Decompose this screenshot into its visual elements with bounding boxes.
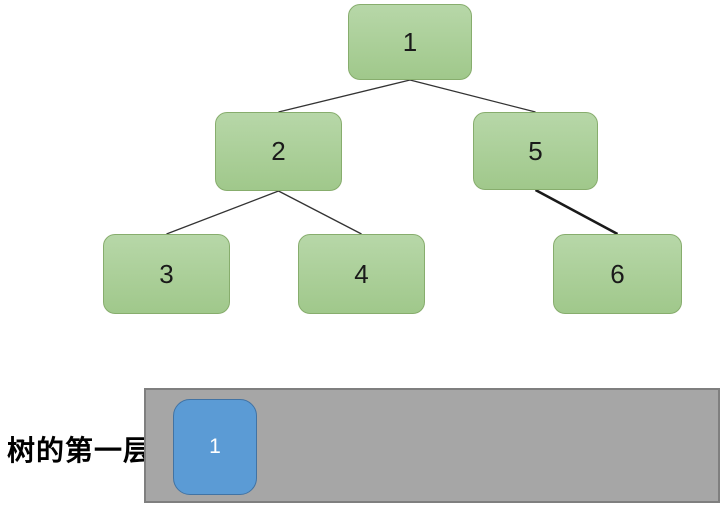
tree-edge xyxy=(278,190,362,235)
tree-node-4: 4 xyxy=(298,234,425,314)
tree-node-5: 5 xyxy=(473,112,598,190)
level-bar: 1 xyxy=(144,388,720,503)
tree-node-3: 3 xyxy=(103,234,230,314)
level-node-1: 1 xyxy=(173,399,257,495)
tree-node-label: 1 xyxy=(402,26,418,57)
tree-node-label: 2 xyxy=(271,136,286,166)
tree-edge xyxy=(166,190,279,235)
tree-node-label: 6 xyxy=(610,258,625,289)
level-node-label: 1 xyxy=(209,435,221,458)
tree-node-label: 4 xyxy=(354,258,369,289)
tree-edge xyxy=(278,79,411,113)
tree-node-label: 3 xyxy=(159,258,174,289)
tree-edge xyxy=(409,79,536,113)
tree-node-2: 2 xyxy=(215,112,342,191)
tree-node-1: 1 xyxy=(348,4,472,80)
tree-node-6: 6 xyxy=(553,234,682,314)
level-caption: 树的第一层 xyxy=(7,435,153,466)
tree-edge xyxy=(534,188,619,236)
tree-node-label: 5 xyxy=(528,135,543,166)
